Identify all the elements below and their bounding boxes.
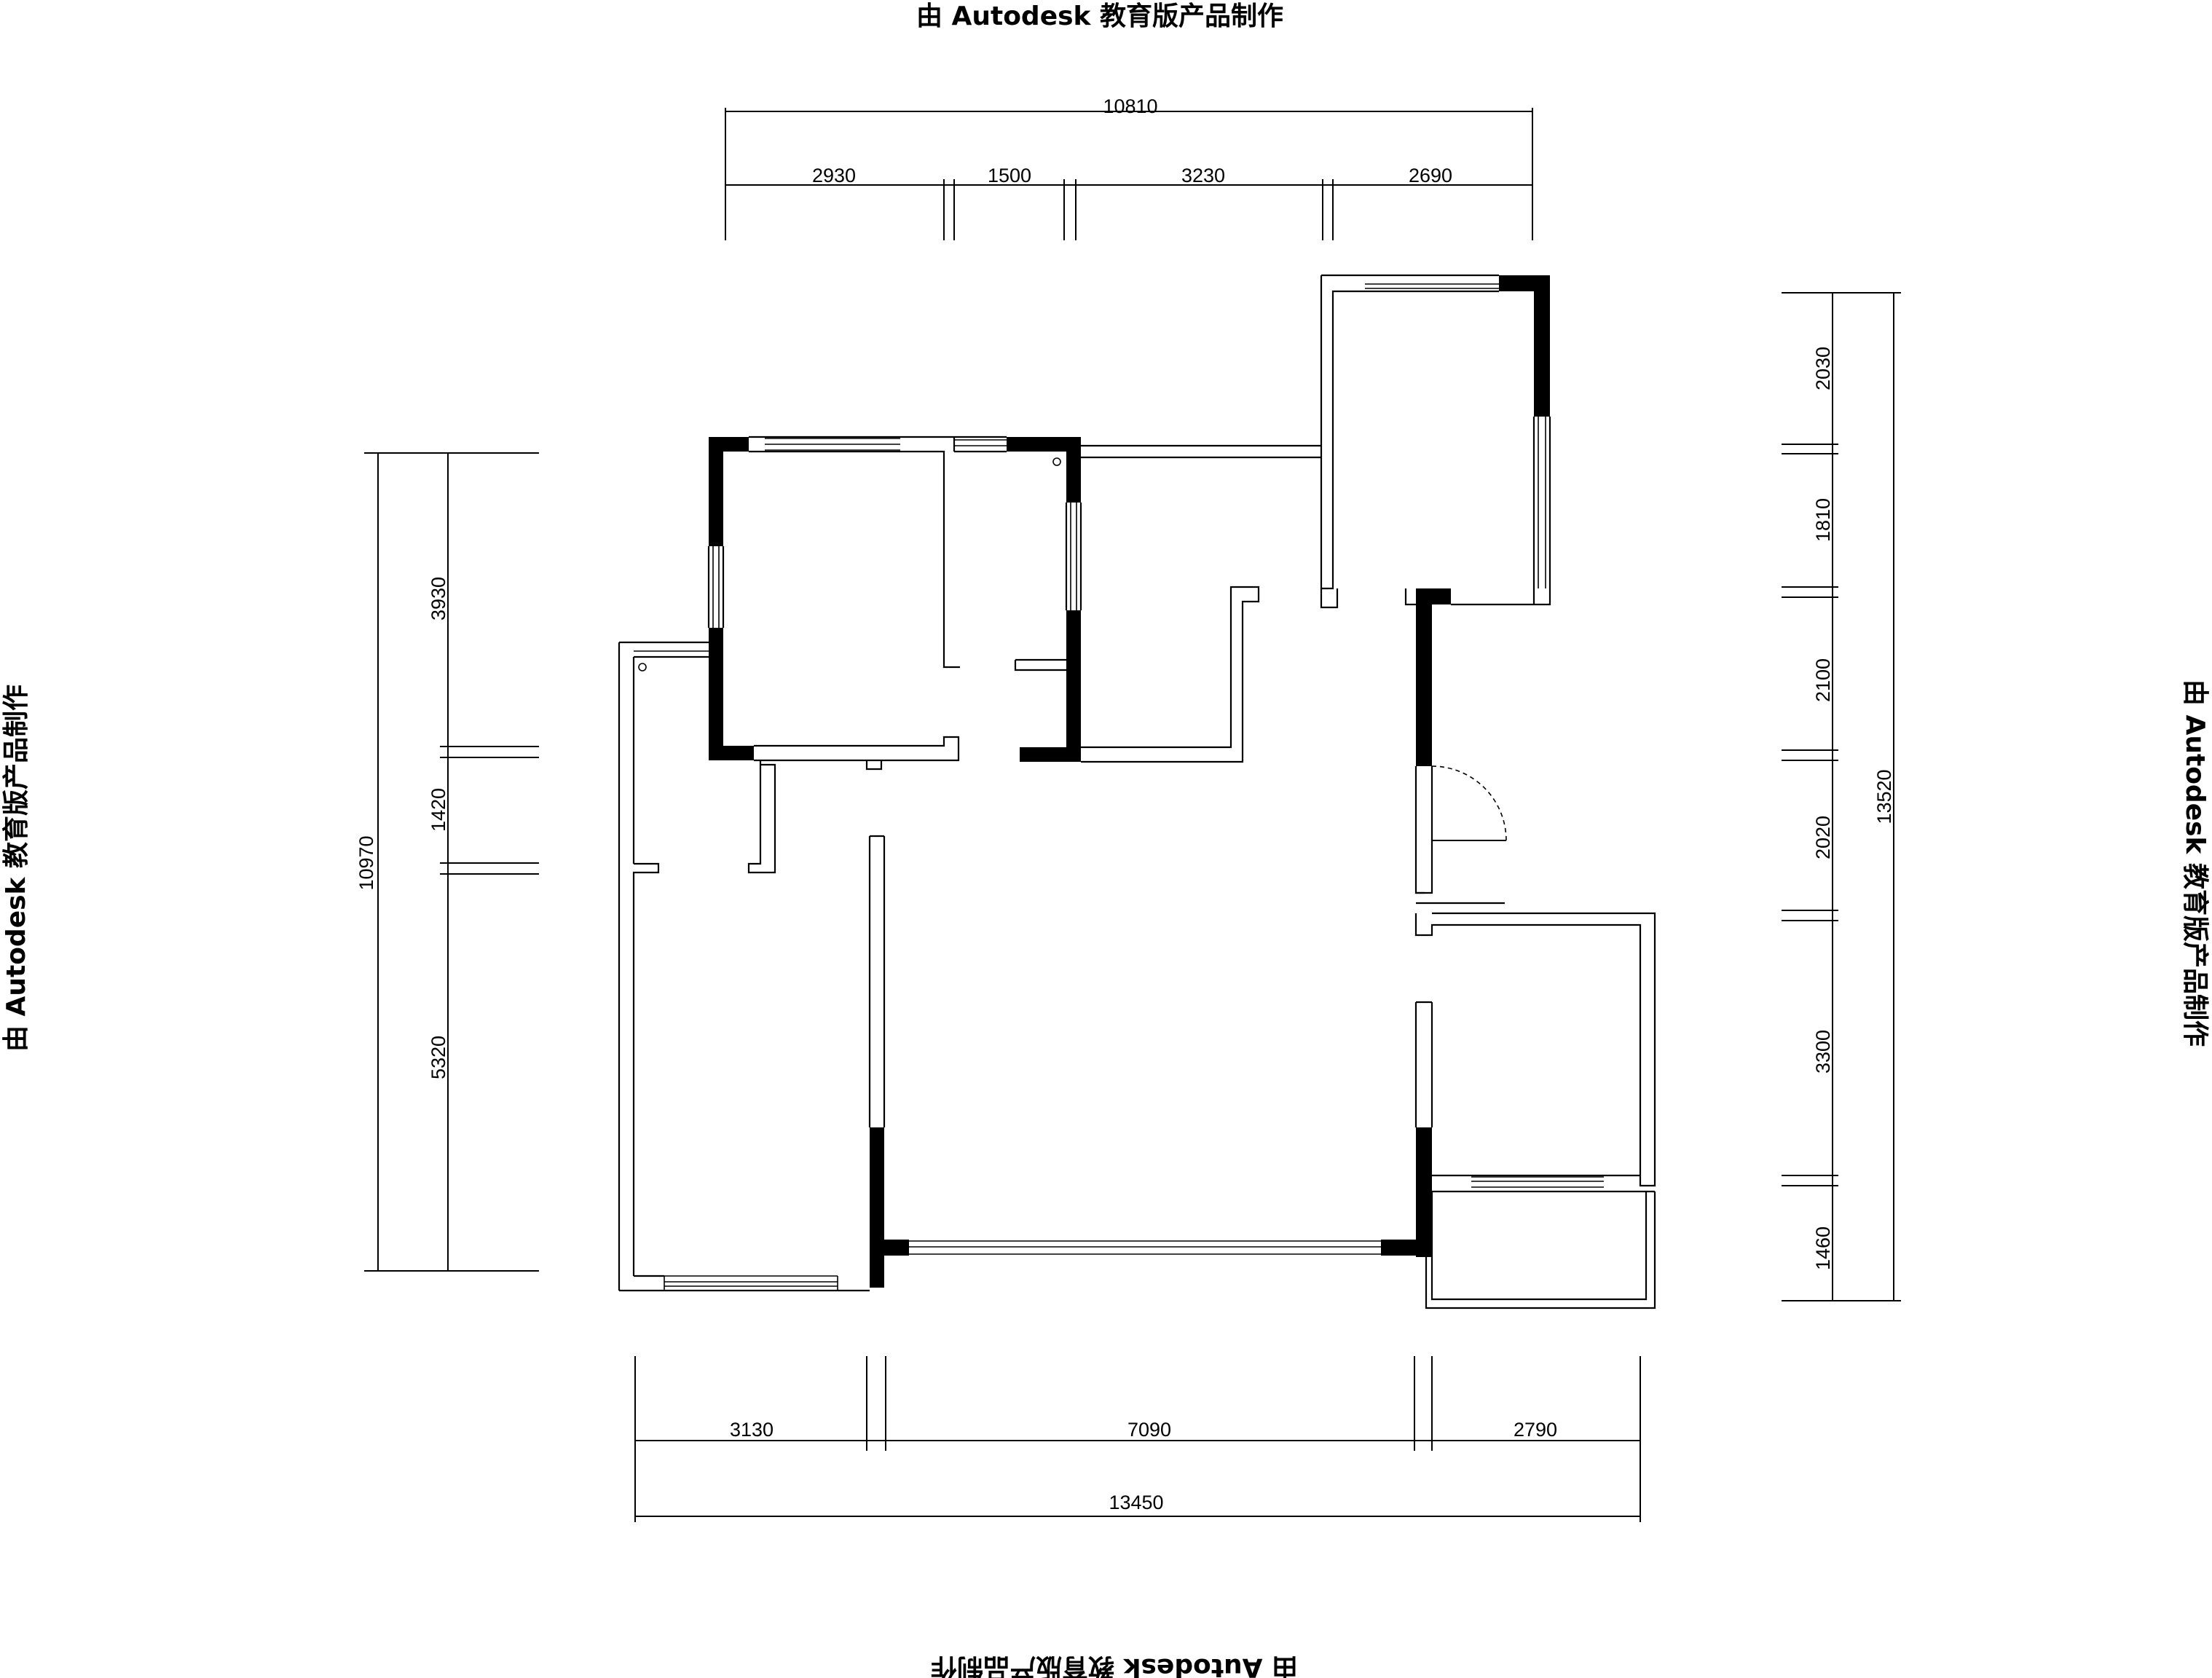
bottom-dim-seg-3: 2790 [1514,1419,1557,1441]
bottom-dim-total: 13450 [1109,1492,1163,1513]
right-dim-seg-1: 2030 [1812,347,1834,390]
left-dimension-chain: 10970 3930 1420 5320 [355,452,539,1272]
right-dim-seg-4: 2020 [1812,816,1834,859]
wall-block [1381,1240,1432,1256]
window-right-upper [1538,417,1546,588]
wall-block [1020,747,1081,762]
window-left-bottom [664,1275,838,1291]
watermark-right: 由 Autodesk 教育版产品制作 [2180,680,2210,1047]
left-dim-seg-3: 5320 [428,1036,449,1079]
wall-block [709,437,723,546]
watermark-top: 由 Autodesk 教育版产品制作 [916,1,1283,31]
pipe-marker [1052,457,1061,466]
wall-block [1007,437,1081,452]
right-dim-seg-3: 2100 [1812,658,1834,702]
wall-block [709,628,723,760]
pipe-marker [638,663,647,671]
entry-door [1431,765,1507,841]
wall-block [1066,437,1081,503]
top-dim-seg-2: 1500 [988,165,1031,186]
window-top-middle [954,439,1007,446]
right-dim-seg-5: 3300 [1812,1030,1834,1074]
watermark-left: 由 Autodesk 教育版产品制作 [1,685,31,1052]
wall-block [1066,610,1081,762]
wall-block [870,1127,884,1288]
wall-block [1416,588,1432,766]
watermark-bottom: 由 Autodesk 教育版产品制作 [931,1653,1298,1678]
structural-walls [709,275,1550,1288]
bottom-dim-seg-1: 3130 [730,1419,774,1441]
right-dimension-chain: 13520 2030 1810 2100 2020 3300 1460 [1782,292,1901,1301]
wall-block [709,746,754,760]
bottom-dimension-chain: 3130 7090 2790 13450 [634,1356,1641,1522]
partition-walls [618,274,1656,1309]
windows [634,283,1604,1291]
window-balcony [1471,1176,1604,1188]
right-dim-total: 13520 [1873,769,1895,824]
window-middle-room [1070,503,1077,610]
left-dim-seg-1: 3930 [428,577,449,621]
bottom-dim-seg-2: 7090 [1127,1419,1171,1441]
left-dim-seg-2: 1420 [428,788,449,832]
wall-block [1416,1127,1432,1257]
right-dim-seg-2: 1810 [1812,498,1834,542]
top-dim-seg-4: 2690 [1409,165,1452,186]
top-dimension-chain: 10810 2930 1500 3230 2690 [725,95,1533,240]
window-left-room [712,546,720,628]
window-top-left [765,438,900,451]
window-top-right [1365,283,1499,289]
wall-block [1534,275,1550,417]
top-dim-total: 10810 [1103,95,1157,117]
window-living-bottom [909,1240,1381,1255]
right-dim-seg-6: 1460 [1812,1226,1834,1270]
wall-block [870,1240,909,1256]
top-dim-seg-1: 2930 [812,165,856,186]
left-dim-total: 10970 [355,835,377,890]
top-dim-seg-3: 3230 [1181,165,1225,186]
